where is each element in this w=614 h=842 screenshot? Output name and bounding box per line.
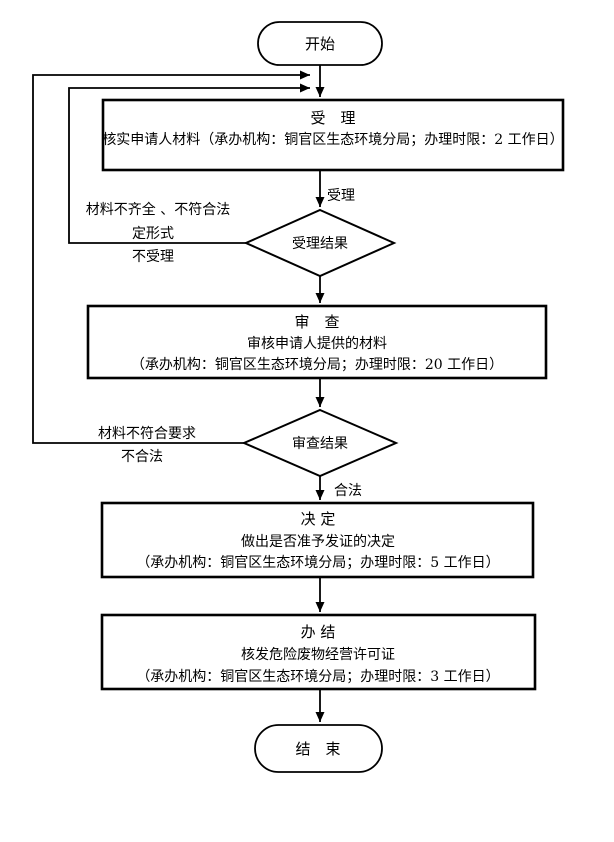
decide-title: 决 定: [301, 510, 336, 528]
accept-title: 受 理: [310, 109, 355, 127]
loop-illegal-return: [32, 70, 310, 444]
decide-line2: （承办机构：铜官区生态环境分局；办理时限：5 工作日）: [136, 555, 499, 571]
illegal-label: 不合法: [121, 449, 163, 465]
complete-line1: 核发危险废物经营许可证: [241, 647, 395, 663]
not-accepted-reason-line2: 定形式: [132, 226, 174, 242]
complete-line2: （承办机构：铜官区生态环境分局；办理时限：3 工作日）: [136, 669, 499, 685]
complete-box: [100, 613, 537, 691]
decide-box: [100, 501, 535, 579]
start-node: [257, 21, 383, 66]
decision1-diamond: [243, 208, 397, 278]
review-line2: （承办机构：铜官区生态环境分局；办理时限：20 工作日）: [131, 357, 503, 373]
complete-title: 办 结: [301, 623, 336, 641]
review-line1: 审核申请人提供的材料: [247, 336, 387, 352]
decision2-label: 审查结果: [292, 436, 348, 452]
start-label: 开始: [305, 35, 335, 53]
review-fail-reason-label: 材料不符合要求: [98, 426, 196, 442]
not-accepted-reason-line1: 材料不齐全 、不符合法: [86, 201, 230, 218]
legal-label: 合法: [334, 483, 362, 499]
loop-not-accepted-return: [68, 83, 310, 244]
end-node: [254, 724, 383, 773]
end-label: 结 束: [295, 740, 340, 758]
review-box: [86, 304, 548, 380]
decide-line1: 做出是否准予发证的决定: [241, 534, 395, 550]
accept-line1: 核实申请人材料（承办机构：铜官区生态环境分局；办理时限：2 工作日）: [102, 132, 563, 148]
decision2-diamond: [241, 408, 399, 478]
review-title: 审 查: [294, 313, 339, 331]
accept-box: [101, 98, 565, 172]
not-accepted-label: 不受理: [132, 249, 174, 265]
decision1-label: 受理结果: [292, 236, 348, 252]
accepted-label: 受理: [327, 188, 355, 204]
